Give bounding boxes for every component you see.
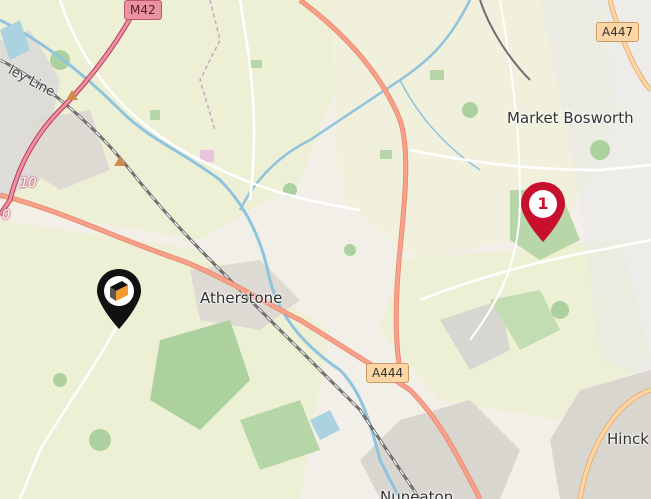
map-marker-number: 1 [537, 194, 549, 213]
place-label-market-bosworth: Market Bosworth [507, 109, 634, 127]
junction-label-0: 0 [2, 208, 11, 223]
map-marker-location[interactable] [94, 267, 144, 331]
place-label-hinckley: Hinck [607, 430, 649, 448]
map-marker-result-1[interactable]: 1 [518, 180, 568, 244]
road-shield-m42: M42 [124, 0, 162, 20]
place-label-atherstone: Atherstone [200, 289, 283, 307]
road-shield-a444: A444 [366, 363, 410, 383]
road-shield-a447: A447 [596, 22, 640, 42]
brand-logo-icon [110, 281, 128, 301]
place-label-nuneaton: Nuneaton [380, 488, 454, 499]
junction-label-10: 10 [20, 176, 37, 191]
map-pin-icon [521, 182, 565, 242]
location-pin-icon [97, 269, 141, 329]
